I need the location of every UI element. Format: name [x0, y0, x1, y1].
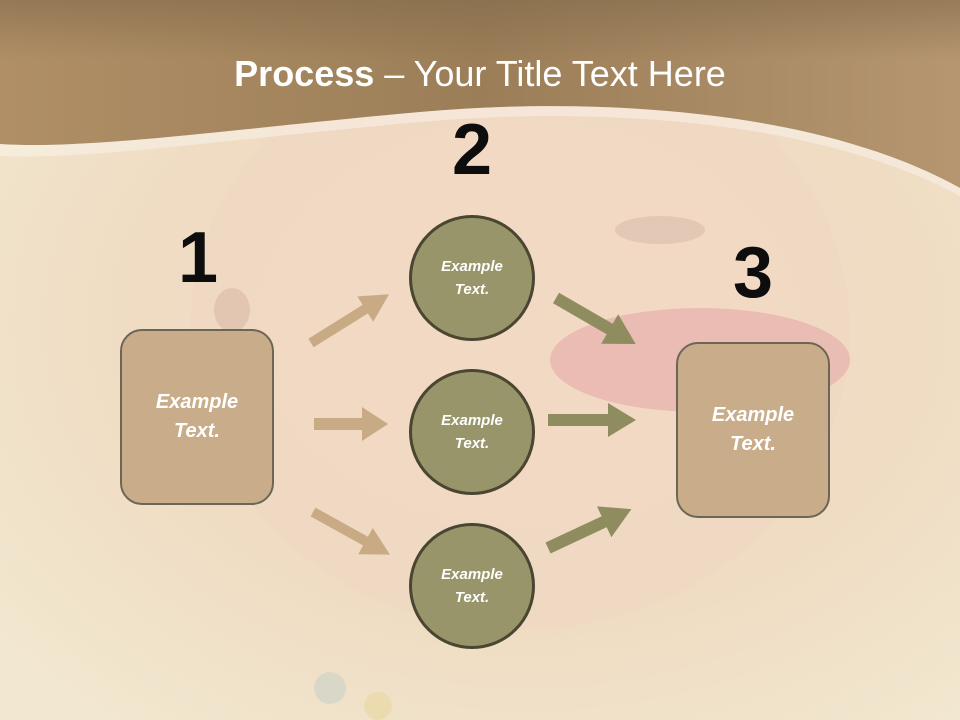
necklace-stone-2	[364, 692, 392, 720]
title-bold: Process	[234, 53, 375, 94]
slide-title: Process – Your Title Text Here	[0, 52, 960, 96]
earring-glint	[214, 288, 250, 332]
step-number-2: 2	[451, 110, 493, 190]
step-number-3: 3	[732, 233, 774, 313]
nose-shadow	[615, 216, 705, 244]
header-shadow	[0, 0, 960, 60]
step-number-1: 1	[177, 218, 219, 298]
title-rest: – Your Title Text Here	[374, 53, 726, 94]
necklace-stone	[314, 672, 346, 704]
